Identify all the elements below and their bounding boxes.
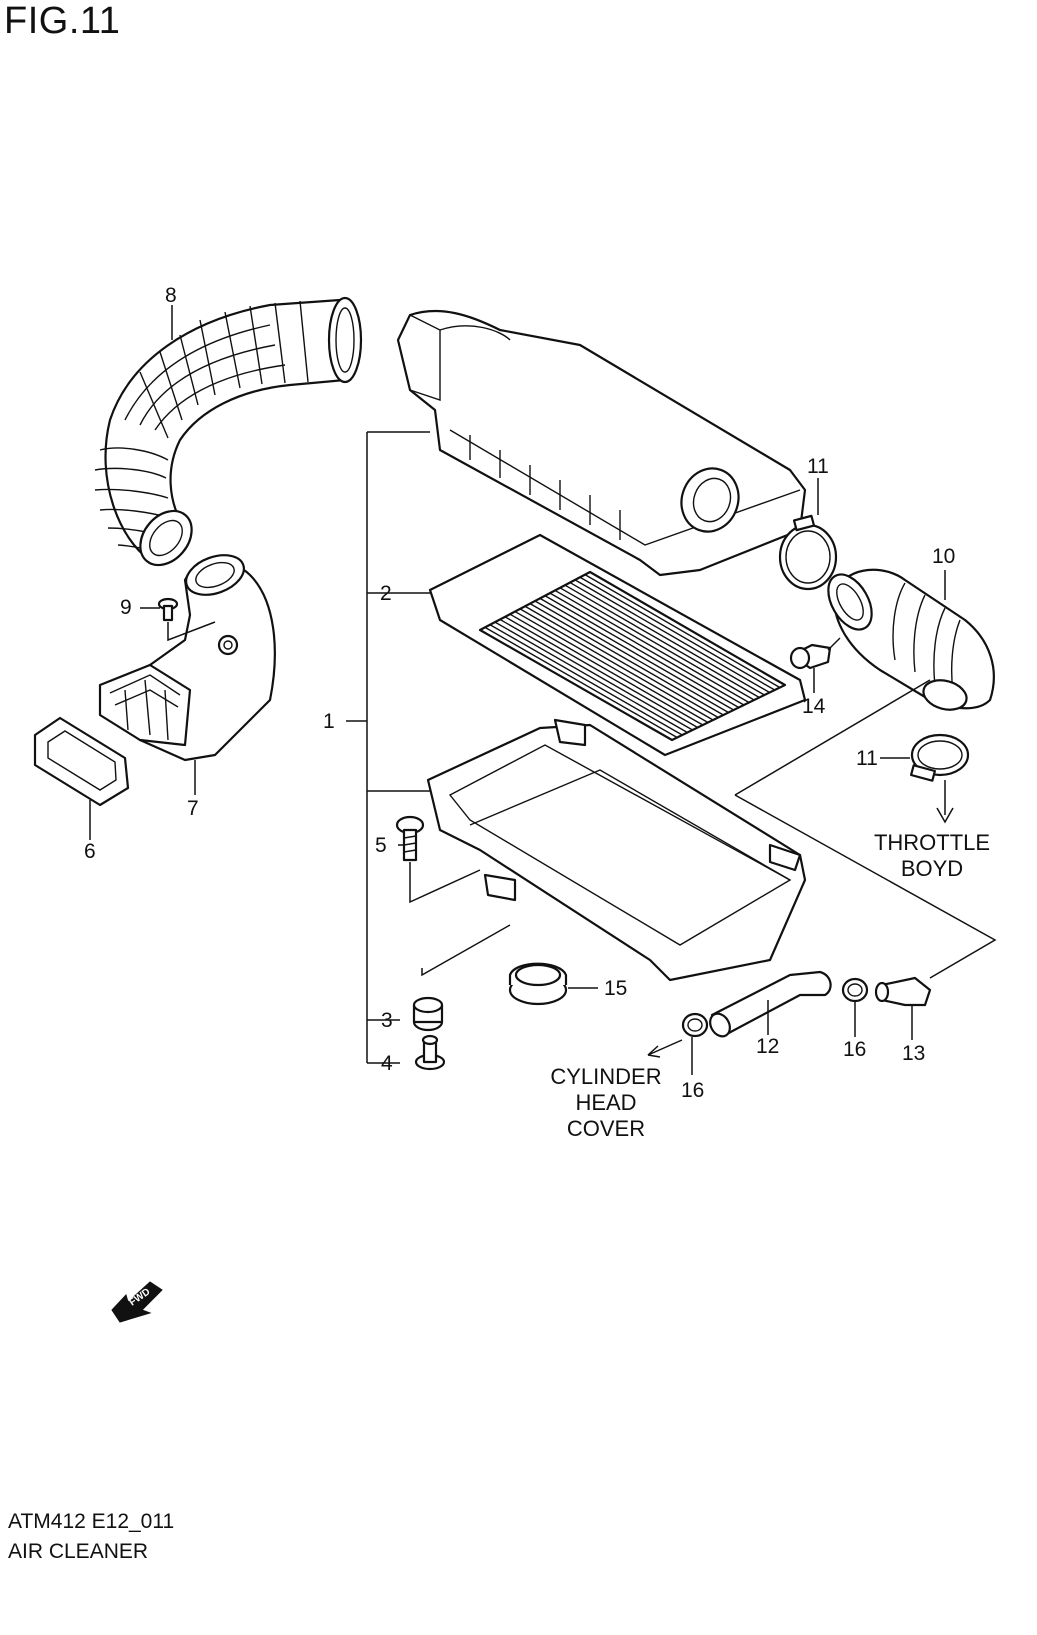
bolt-part-9 [157,597,179,622]
filter-pleat-line [499,618,693,731]
leader-lines [89,305,997,1075]
label-part-16-left: 16 [681,1079,704,1102]
air-cleaner-case [426,718,807,982]
footer-code: ATM412 E12_011 [8,1510,175,1533]
note-cylinder-head-cover: CYLINDER HEAD COVER [550,1064,661,1141]
label-part-9: 9 [120,596,132,619]
elbow-part-13 [874,976,932,1007]
label-part-5: 5 [375,834,387,857]
note-throttle-line-2: BOYD [901,856,963,881]
hose-clamp-part-11-upper [778,514,838,591]
label-part-11-upper: 11 [807,455,829,478]
note-cylinder-line-1: CYLINDER [550,1064,661,1089]
label-part-7: 7 [187,797,199,820]
forward-arrow-icon: FWD [111,1281,163,1323]
label-part-16-right: 16 [843,1038,866,1061]
label-part-4: 4 [381,1052,393,1075]
label-part-2: 2 [380,582,392,605]
filter-pleat-line [554,589,750,704]
air-cleaner-cover [396,309,807,577]
filter-pleat-line [534,600,729,714]
label-part-15: 15 [604,977,627,1000]
breather-hose-part-12 [709,970,832,1038]
inlet-duct-part-7 [98,554,276,762]
sensor-part-14 [789,637,841,670]
label-part-10: 10 [932,545,955,568]
filter-pleat-line [489,624,683,736]
footer-name: AIR CLEANER [8,1540,149,1563]
note-cylinder-line-3: COVER [567,1116,645,1141]
label-part-13: 13 [902,1042,925,1065]
note-throttle-line-1: THROTTLE [874,830,990,855]
filter-pleat-line [514,610,709,724]
filter-pleat-line [509,613,704,726]
filter-pleat-line [494,621,688,734]
filter-pleat-line [574,579,770,694]
filter-pleat-line [544,595,740,709]
filter-pleat-line [569,581,765,696]
clip-part-16-left [681,1012,709,1038]
filter-pleat-line [484,626,678,739]
filter-pleat-line [559,587,755,701]
filter-pleat-line [549,592,745,706]
screw-part-5 [395,815,425,862]
filter-pleat-line [584,574,781,689]
part-labels: 8 9 7 6 2 1 5 3 4 11 10 14 11 15 12 16 1… [84,284,955,1102]
label-part-12: 12 [756,1035,779,1058]
intake-hose-part-8 [94,296,363,567]
label-part-11-lower: 11 [856,747,878,770]
note-cylinder-line-2: HEAD [575,1090,636,1115]
grommet-part-3 [412,996,444,1032]
filter-pleat-line [529,603,724,716]
label-part-14: 14 [802,695,826,718]
filter-pleat-line [539,597,734,711]
figure-title: FIG.11 [4,0,121,42]
throttle-hose-part-10 [827,568,995,711]
seal-part-6 [33,716,130,807]
cap-part-15 [508,962,568,1006]
filter-pleat-line [579,576,776,691]
clip-part-16-right [841,977,869,1003]
note-throttle-body: THROTTLE BOYD [874,830,990,881]
hose-clamp-part-11-lower [909,733,970,782]
label-part-3: 3 [381,1009,393,1032]
collar-part-4 [414,1034,446,1071]
label-part-8: 8 [165,284,177,307]
filter-pleat-line [524,605,719,719]
label-part-6: 6 [84,840,96,863]
filter-pleat-line [564,584,760,699]
filter-pleat-line [519,608,714,721]
filter-element-part-2 [428,533,807,757]
filter-pleat-line [504,616,699,729]
label-part-1: 1 [323,710,335,733]
